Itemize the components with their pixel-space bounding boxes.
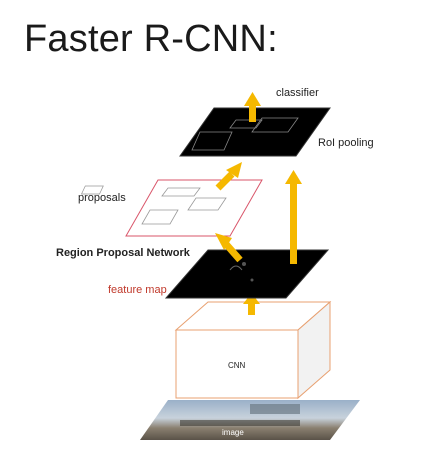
proposals-label: proposals: [78, 192, 126, 204]
arrow-roi-to-classifier: [244, 92, 261, 122]
roi-pooling-label: RoI pooling: [318, 137, 374, 149]
cnn-block: CNN: [174, 300, 332, 400]
classifier-label: classifier: [276, 87, 319, 99]
image-label: image: [222, 428, 244, 437]
rpn-label: Region Proposal Network: [56, 247, 191, 259]
proposals-layer: [80, 179, 263, 237]
arrow-proposals-to-roi: [215, 162, 242, 191]
feature-map-layer: [164, 249, 330, 299]
arrow-feature-to-roi: [285, 170, 302, 264]
roi-pooling-layer: [179, 107, 331, 157]
input-image: image: [140, 400, 360, 440]
page-title: Faster R-CNN:: [24, 18, 278, 60]
feature-map-label: feature map: [108, 284, 167, 296]
cnn-label: CNN: [228, 361, 246, 370]
arrow-feature-to-proposals: [215, 233, 243, 263]
